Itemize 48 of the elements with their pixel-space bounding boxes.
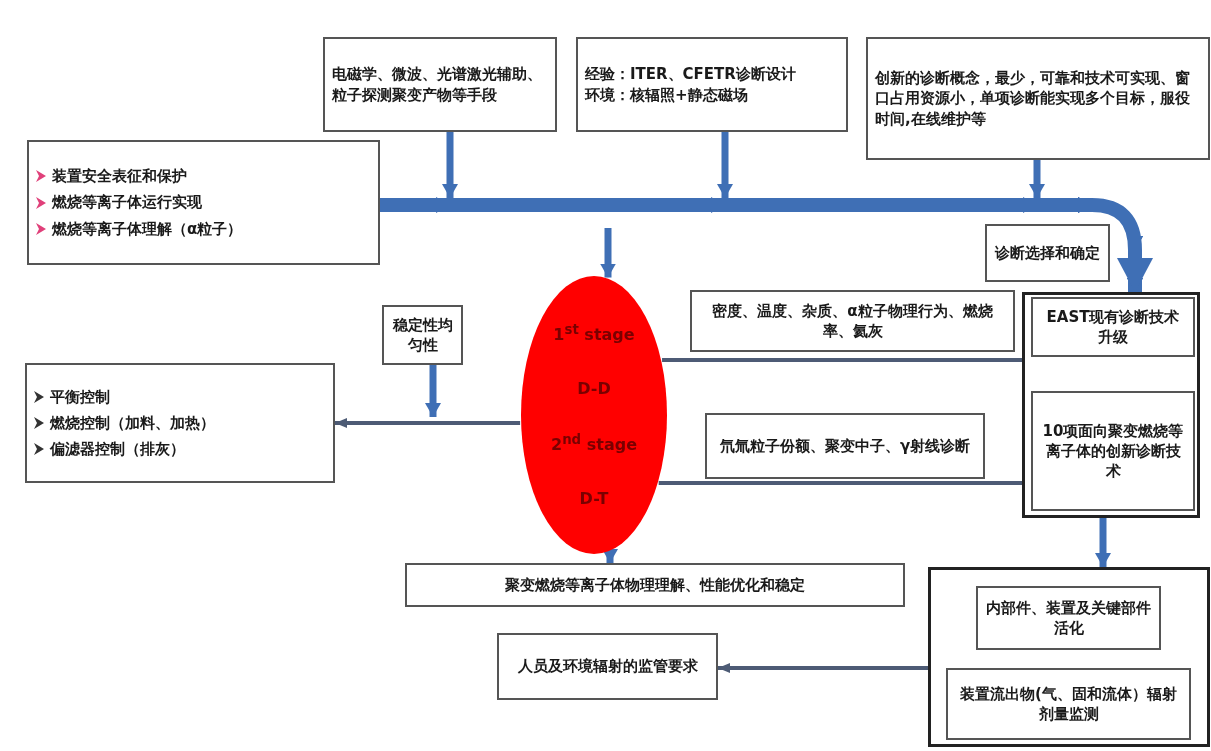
diagnostics-box <box>690 290 1015 352</box>
box-text: 燃烧控制（加料、加热） <box>50 412 215 434</box>
innovation-box <box>1031 391 1195 511</box>
box-text: 燃烧等离子体运行实现 <box>52 192 202 213</box>
control-box <box>25 363 335 483</box>
box-text: 装置安全表征和保护 <box>52 166 187 187</box>
arrow <box>602 549 618 563</box>
stage-label: 1$^{st}$ stage <box>553 320 635 346</box>
concept-box <box>866 37 1210 160</box>
box-text: 内部件、装置及关键部件活化 <box>985 597 1152 639</box>
box-text: 稳定性均匀性 <box>391 314 454 356</box>
box-text: 平衡控制 <box>50 386 110 407</box>
stage-ellipse <box>520 275 668 555</box>
group-box <box>928 567 1210 747</box>
method-box <box>323 37 557 132</box>
box-text: EAST现有诊断技术升级 <box>1045 306 1181 348</box>
experience-box <box>576 37 848 132</box>
stage-label: D-D <box>577 377 611 400</box>
stage-label: 2$^{nd}$ stage <box>551 430 637 456</box>
box-text: 10项面向聚变燃烧等离子体的创新诊断技术 <box>1041 420 1185 482</box>
box-text: 氘氚粒子份额、聚变中子、γ射线诊断 <box>719 435 971 457</box>
arrow <box>380 198 1153 292</box>
connector-line <box>658 481 1022 485</box>
box-text: 偏滤器控制（排灰） <box>50 439 185 460</box>
selection-box <box>985 224 1110 282</box>
regulation-box <box>497 633 718 700</box>
box-text: 燃烧等离子体理解（α粒子） <box>52 218 243 239</box>
activation-box <box>976 586 1161 650</box>
dose-box <box>946 668 1191 740</box>
box-text: 诊断选择和确定 <box>995 242 1100 264</box>
arrow <box>718 663 928 673</box>
box-text: 密度、温度、杂质、α粒子物理行为、燃烧率、氦灰 <box>711 300 994 342</box>
box-text: 电磁学、微波、光谱激光辅助、粒子探测聚变产物等手段 <box>332 64 543 105</box>
upgrade-box <box>1031 297 1195 357</box>
result-box <box>405 563 905 607</box>
box-text: 装置流出物(气、固和流体）辐射剂量监测 <box>959 683 1178 725</box>
box-text: 聚变燃烧等离子体物理理解、性能优化和稳定 <box>505 574 805 596</box>
box-text: 人员及环境辐射的监管要求 <box>517 656 698 677</box>
connector-line <box>662 358 1022 362</box>
box-text: 创新的诊断概念，最少，可靠和技术可实现、窗口占用资源小，单项诊断能实现多个目标，服役时间,在线维护等 <box>875 68 1191 129</box>
arrow <box>335 418 521 428</box>
box-text: 经验：ITER、CFETR诊断设计 <box>585 64 797 85</box>
box-text: 环境：核辐照+静态磁场 <box>585 84 749 105</box>
diagnostics-box <box>705 413 985 479</box>
stage-label: D-T <box>579 487 609 510</box>
goal-box <box>27 140 380 265</box>
stability-box <box>382 305 463 365</box>
group-box <box>1022 292 1200 518</box>
